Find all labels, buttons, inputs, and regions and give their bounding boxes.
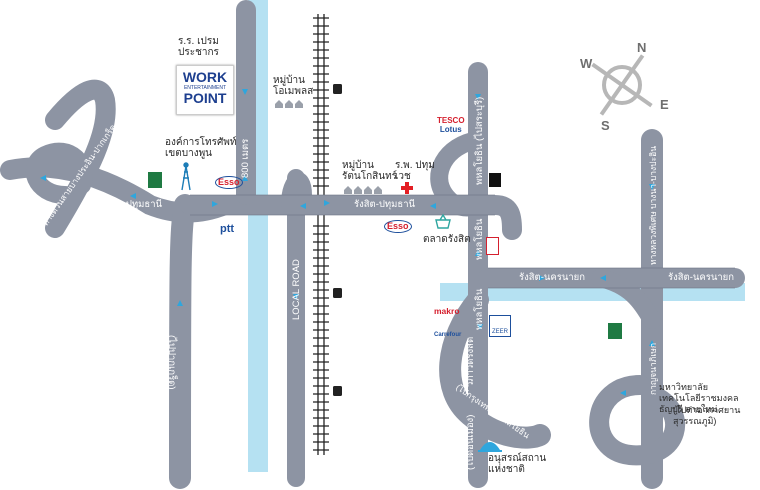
market-basket-icon [435, 213, 451, 229]
road-label-outer-ring: (ไปปากเกร็ด) [166, 335, 177, 390]
label-school: ร.ร. เปรมประชากร [178, 36, 219, 58]
label-monument: อนุสรณ์สถาน แห่งชาติ [488, 453, 547, 475]
workpoint-text-1: WORK [182, 69, 228, 85]
train-icon [333, 84, 342, 396]
label-university: มหาวิทยาลัยเทคโนโลยีราชมงคลธัญบุรี สายให… [659, 382, 739, 414]
road-label-rangsit-nakhonnayok-west: รังสิต-นครนายก [519, 272, 585, 283]
road-label-phahonyothin-mid2: พหลโยธิน [474, 288, 485, 330]
label-hospital: ร.พ. ปทุมเวช [395, 160, 435, 182]
tesco-logo: TESCO Lotus [437, 116, 465, 134]
house-icons [275, 100, 382, 194]
road-label-phahonyothin-mid: พหลโยธิน [474, 218, 485, 260]
compass-e: E [660, 97, 669, 112]
compass-s: S [601, 118, 610, 133]
label-tot: องค์การโทรศัพท์ เขตบางพูน [165, 137, 237, 159]
building-icon [489, 173, 501, 187]
road-east-link [591, 269, 661, 329]
road-label-vibhavadi: วิภาวดีรังสิต [465, 336, 476, 387]
road-label-rangsit-pathumthani-center: รังสิต-ปทุมธานี [354, 199, 416, 210]
road-label-rangsit-pathumthani-west: รังสิต-ปทุมธานี [101, 199, 163, 210]
label-market: ตลาดรังสิต [423, 234, 471, 245]
road-east-loop [589, 375, 686, 466]
ptt-logo: ptt [220, 223, 235, 235]
road-rangsit-pathumthani [180, 195, 522, 240]
road-label-motorway-east: ทางหลวงพิเศษ บางนา-บางปะอิน [648, 145, 658, 265]
railway [313, 14, 329, 455]
road-outer-ring [169, 194, 196, 489]
direction-arrows [40, 89, 655, 396]
road-vibhavadi [439, 289, 551, 449]
compass-icon [591, 54, 653, 116]
tesco-text-1: TESCO [437, 116, 465, 125]
label-village1: หมู่บ้าน โอเมพลส [273, 75, 314, 97]
road-label-local-road: LOCAL ROAD [291, 259, 302, 320]
road-edges [190, 194, 735, 289]
golf-icon-2 [608, 323, 622, 339]
label-to-airport: (ไปท่าอากาศยาน สุวรรณภูมิ) [673, 405, 741, 426]
label-village2: หมู่บ้าน รัตนโกสินทร์ [342, 160, 398, 182]
makro-logo: makro [434, 306, 460, 316]
zeer-text: ZEER [491, 329, 508, 335]
workpoint-text-2: ENTERTAINMENT [183, 85, 227, 91]
shop-icon [486, 237, 499, 255]
workpoint-text-3: POINT [183, 90, 227, 106]
road-label-800m: 800 เมตร [240, 138, 251, 178]
monument-icon [478, 442, 502, 452]
zeer-logo: ZEER [489, 315, 511, 337]
workpoint-logo: WORK ENTERTAINMENT POINT [176, 65, 234, 115]
carrefour-logo: Carrefour [434, 332, 462, 338]
compass-w: W [580, 56, 593, 71]
road-label-rangsit-nakhonnayok-east: รังสิต-นครนายก [668, 272, 734, 283]
road-local-top [281, 172, 312, 212]
esso-logo-1: Esso [215, 176, 243, 189]
road-interchange-loop [25, 142, 93, 204]
hospital-icon [401, 182, 413, 194]
esso-logo-2: Esso [384, 220, 412, 233]
road-label-kanchanaphisek: กาญจนาภิเษก [648, 343, 658, 395]
golf-icon-1 [148, 172, 162, 188]
tesco-text-2: Lotus [439, 125, 462, 134]
road-label-to-donmueang: (ไปดอนเมือง) [465, 414, 476, 470]
road-label-phahonyothin-north: พหลโยธิน (ไปสระบุรี) [474, 96, 485, 185]
tot-tower-icon [181, 162, 191, 191]
compass-n: N [637, 40, 647, 55]
